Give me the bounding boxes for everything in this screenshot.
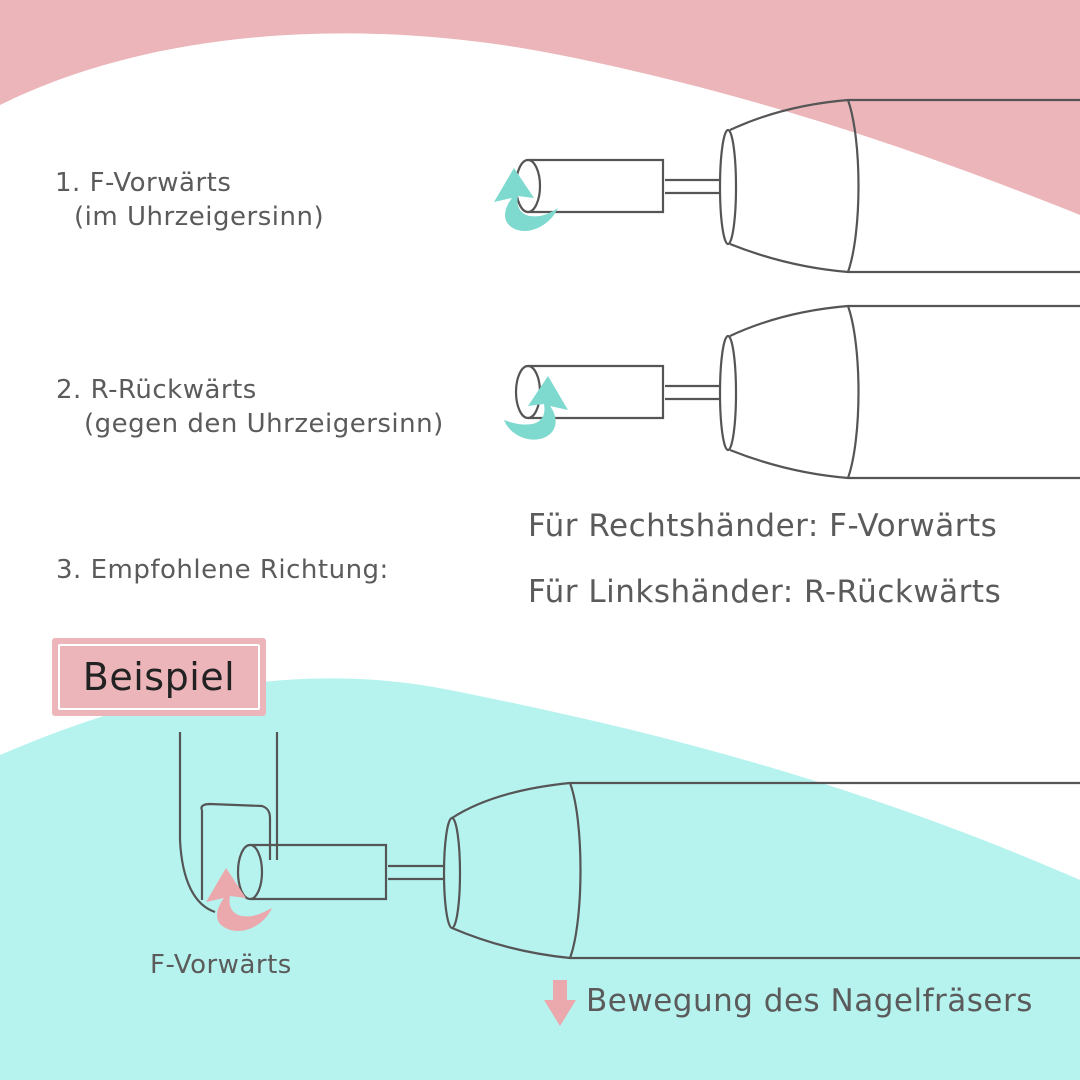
step-3-title: 3. Empfohlene Richtung: [56,555,389,585]
rotation-arrow-icon [206,868,272,931]
mint-wave-background [0,678,1080,1080]
down-arrow-icon [544,980,576,1026]
step-1-title: 1. F-Vorwärts [55,168,232,198]
movement-label: Bewegung des Nagelfräsers [586,983,1033,1019]
step-2-title: 2. R-Rückwärts [56,375,257,405]
clockwise-arrow-icon [494,168,558,231]
step-1-subtitle: (im Uhrzeigersinn) [74,202,325,232]
example-badge-label: Beispiel [58,644,260,710]
step-2-subtitle: (gegen den Uhrzeigersinn) [84,409,444,439]
pink-wave-background [0,0,1080,215]
example-badge: Beispiel [52,638,266,716]
nail-drill-reverse [514,304,1080,480]
counterclockwise-arrow-icon [504,376,568,440]
right-handed-recommendation: Für Rechtshänder: F-Vorwärts [528,508,998,544]
nail-drill-example [236,781,1080,960]
left-handed-recommendation: Für Linkshänder: R-Rückwärts [528,574,1002,610]
rotation-label: F-Vorwärts [150,950,292,980]
finger-illustration [178,732,279,914]
